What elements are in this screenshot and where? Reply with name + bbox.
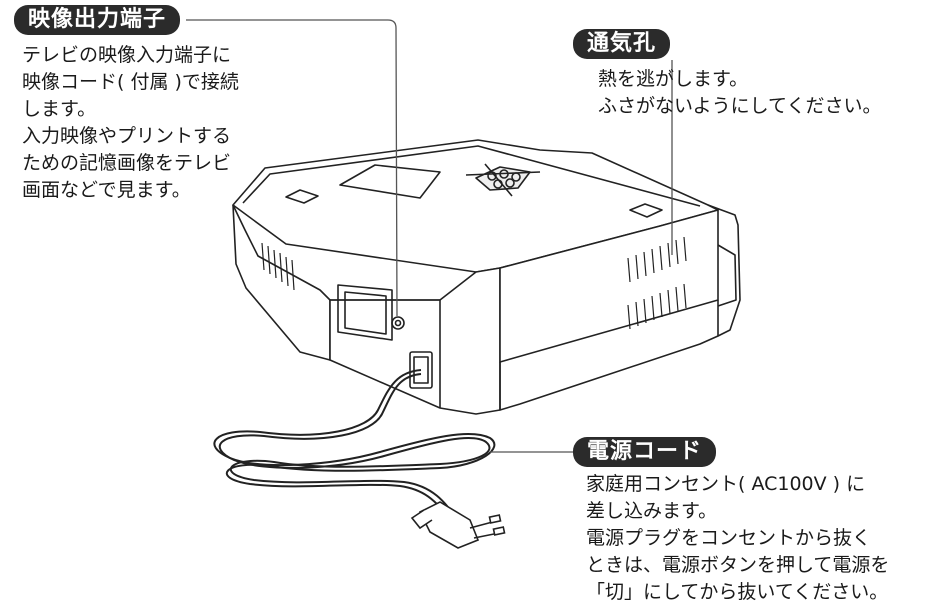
vent-description: 熱を逃がします。 ふさがないようにしてください。 [598,66,881,120]
video-out-description: テレビの映像入力端子に 映像コード( 付属 )で接続 します。 入力映像やプリン… [22,42,239,204]
video-out-label: 映像出力端子 [14,5,181,35]
power-cord-line: 差し込みます。 [586,500,718,522]
control-panel-icon [465,163,541,197]
video-out-line: 入力映像やプリントする [22,125,232,147]
video-out-jack [391,316,405,330]
power-inlet [409,351,433,389]
power-cord-line: ときは、電源ボタンを押して電源を [586,554,890,576]
power-cord-line: 家庭用コンセント( AC100V ) に [586,473,866,495]
vent-line: ふさがないようにしてください。 [598,95,882,117]
power-cord-line: 「切」にしてから抜いてください。 [586,581,889,603]
video-out-line: 映像コード( 付属 )で接続 [22,71,239,93]
power-plug [410,501,506,549]
video-out-line: ための記憶画像をテレビ [22,152,232,174]
video-out-leader [186,19,398,317]
vent-label: 通気孔 [573,29,671,59]
power-cord-line: 電源プラグをコンセントから抜く [586,527,872,549]
power-cord-description: 家庭用コンセント( AC100V ) に 差し込みます。 電源プラグをコンセント… [586,471,889,606]
power-cord-label: 電源コード [573,437,717,467]
power-cord [213,369,496,521]
video-out-line: 画面などで見ます。 [22,179,191,201]
video-out-line: テレビの映像入力端子に [22,44,232,66]
video-out-line: します。 [22,98,97,120]
vent-line: 熱を逃がします。 [598,68,749,90]
right-vent [627,236,687,330]
left-vent [261,242,295,291]
